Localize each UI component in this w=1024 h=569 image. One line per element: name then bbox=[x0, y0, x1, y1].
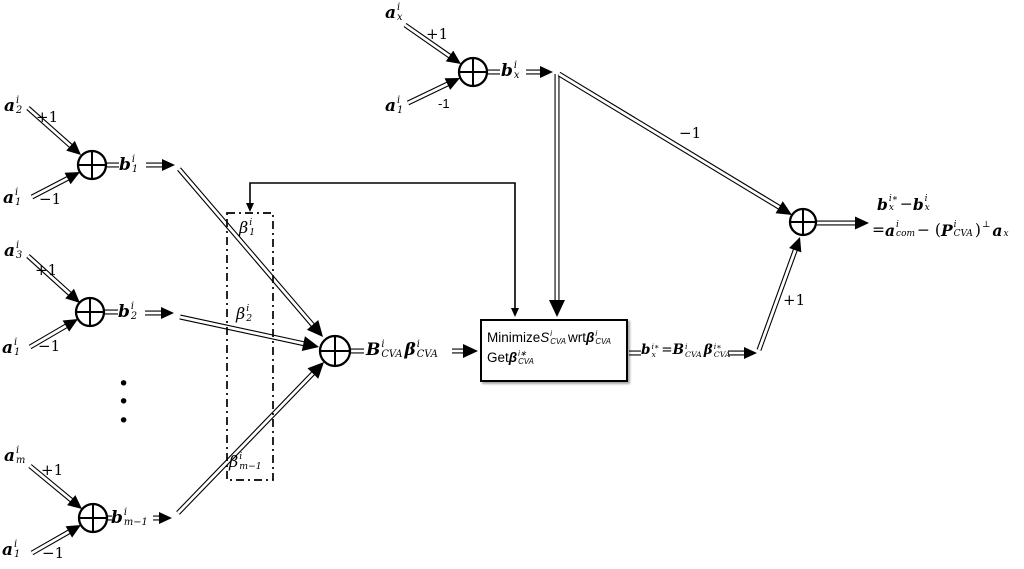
signal-line-inner bbox=[176, 367, 319, 514]
arrowhead bbox=[445, 50, 461, 64]
arrowhead bbox=[540, 66, 553, 78]
signal-line-inner bbox=[29, 321, 73, 349]
signal-line-inner bbox=[179, 315, 311, 347]
arrowhead bbox=[62, 319, 78, 332]
weight-gx-top: +1 bbox=[426, 25, 449, 43]
arrowhead bbox=[159, 512, 172, 524]
arrowhead bbox=[744, 347, 757, 359]
signal-line-inner bbox=[757, 243, 799, 351]
arrowhead bbox=[855, 216, 869, 230]
arrowhead bbox=[511, 308, 519, 317]
signal-line-inner bbox=[31, 174, 74, 199]
arrowhead bbox=[301, 336, 319, 351]
weight-g2-bottom: −1 bbox=[38, 337, 61, 355]
signal-line-inner bbox=[27, 254, 76, 299]
ellipsis-dot: • bbox=[118, 409, 130, 432]
weight-gm-top: +1 bbox=[41, 461, 64, 479]
weight-g1-bottom: −1 bbox=[39, 190, 62, 208]
arrowhead bbox=[64, 172, 80, 185]
weight-bxstar-plus1: +1 bbox=[783, 291, 806, 309]
signal-line-inner bbox=[31, 527, 76, 555]
weight-gm-bottom: −1 bbox=[42, 544, 65, 562]
arrowhead bbox=[161, 307, 174, 319]
arrowhead bbox=[65, 525, 81, 538]
arrowhead bbox=[65, 288, 80, 303]
arrowhead bbox=[789, 237, 802, 253]
weight-g1-top: +1 bbox=[36, 108, 59, 126]
feedback-wire bbox=[249, 182, 516, 311]
arrowhead bbox=[444, 78, 460, 90]
arrowhead bbox=[67, 495, 82, 509]
arrowhead bbox=[246, 203, 254, 212]
arrowhead bbox=[162, 159, 175, 171]
signal-line-inner bbox=[558, 72, 786, 212]
weight-gx-bottom: -1 bbox=[438, 96, 450, 111]
beta-selector-dashdot-box bbox=[226, 212, 274, 481]
arrowhead bbox=[463, 344, 478, 358]
signal-line-inner bbox=[27, 106, 77, 151]
ellipsis-dot: • bbox=[118, 391, 130, 414]
ellipsis-dot: • bbox=[118, 373, 130, 395]
arrowhead bbox=[306, 319, 323, 337]
signal-line-inner bbox=[407, 80, 454, 105]
arrowhead bbox=[66, 140, 81, 155]
signal-line-inner bbox=[404, 23, 456, 61]
ellipsis-more-groups: • • • bbox=[118, 373, 130, 432]
signal-line-inner bbox=[29, 464, 77, 506]
signal-line-inner bbox=[177, 168, 319, 332]
weight-bx-minus1: −1 bbox=[679, 124, 702, 142]
arrowhead bbox=[549, 300, 565, 317]
arrowhead bbox=[775, 201, 792, 215]
weight-g2-top: +1 bbox=[35, 261, 58, 279]
arrowhead bbox=[307, 362, 324, 379]
